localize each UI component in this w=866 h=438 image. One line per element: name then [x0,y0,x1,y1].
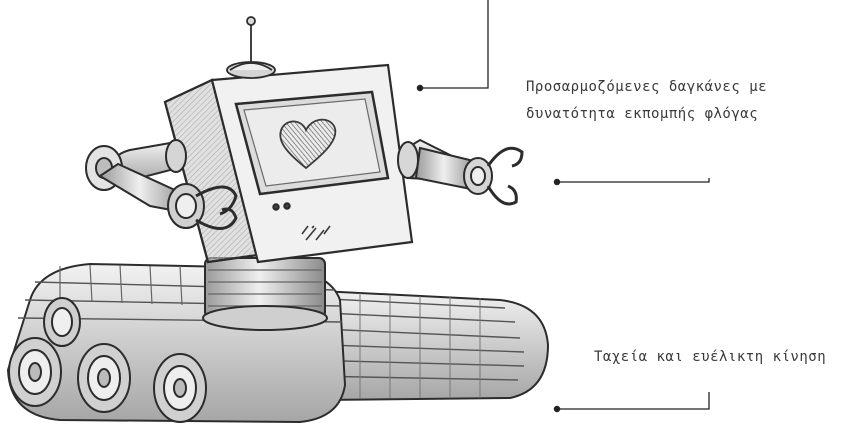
antenna [227,17,275,78]
tracks-callout-line-1: Ταχεία και ευέλικτη κίνηση [594,344,826,371]
leader-dot-top [417,85,422,90]
right-arm [398,140,522,204]
right-claw [488,148,522,204]
indicator-lamp-1 [273,204,278,209]
claws-callout-line-1: Προσαρμοζόμενες δαγκάνες με [526,74,767,101]
leader-line-top [421,0,488,88]
wheel-4 [44,298,80,346]
leader-dot-tracks [554,406,559,411]
wheel-2 [78,344,130,412]
tracks-callout-label: Ταχεία και ευέλικτη κίνηση [594,344,826,371]
indicator-lamp-2 [284,203,289,208]
leader-line-tracks [557,392,709,409]
wheel-1 [9,338,61,406]
claws-callout-label: Προσαρμοζόμενες δαγκάνες με δυνατότητα ε… [526,74,767,128]
robot-head [165,65,412,262]
claws-callout-line-2: δυνατότητα εκπομπής φλόγας [526,101,767,128]
leader-dot-claws [554,179,559,184]
wheel-3 [154,354,206,422]
robot-neck [203,258,327,330]
leader-line-claws [557,178,709,182]
